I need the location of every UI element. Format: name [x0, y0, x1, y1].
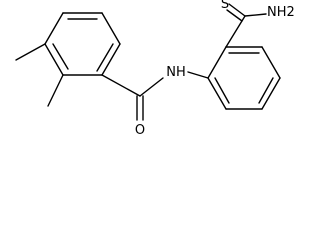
aminophenyl-ring [207, 46, 281, 110]
methyl-3 [15, 43, 46, 61]
methyl-2 [47, 74, 64, 107]
thiocarbonyl-double-bond-a [228, 3, 246, 17]
amine-label: NH2 [267, 5, 295, 20]
chemical-structure: O NH S NH2 [15, 0, 295, 138]
thioamide-group [225, 3, 267, 48]
amide-nh-label: NH [166, 65, 186, 80]
thiocarbonyl-double-bond-b [226, 9, 243, 22]
amide-group [101, 71, 209, 121]
methyl-substituents [15, 43, 64, 107]
oxygen-label: O [135, 123, 145, 138]
dimethylphenyl-ring [44, 12, 121, 76]
sulfur-label: S [221, 0, 229, 12]
